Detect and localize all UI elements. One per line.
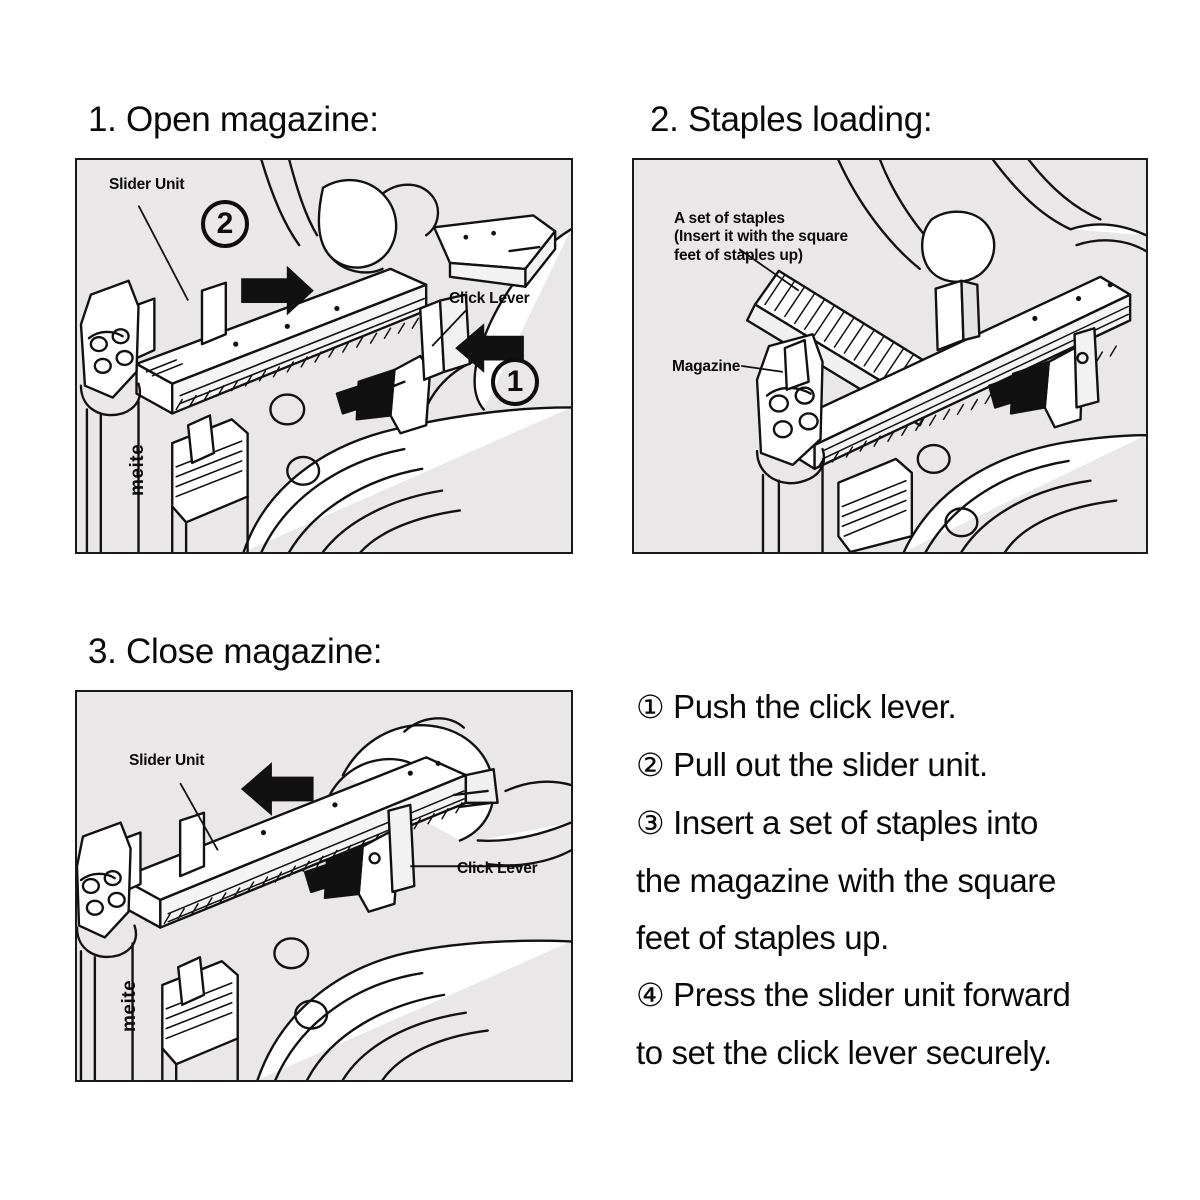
step-item-continuation: the magazine with the square [636,852,1196,909]
arrow-pull-slider [241,265,314,316]
callout-slider-unit: Slider Unit [129,752,205,769]
step-item-continuation: feet of staples up. [636,909,1196,966]
illustration-open-magazine [79,160,571,552]
step-marker: ① [636,689,665,725]
step-text: to set the click lever securely. [636,1034,1052,1071]
step-item: ③ Insert a set of staples into [636,794,1196,852]
illustration-close-magazine [77,717,571,1080]
circled-number-2: 2 [201,200,249,248]
step-text: the magazine with the square [636,862,1056,899]
step-marker: ② [636,747,665,783]
step-marker: ④ [636,977,665,1013]
panel-title-close-magazine: 3. Close magazine: [88,632,383,671]
callout-magazine: Magazine [672,358,741,375]
figure-close-magazine: Slider Unit Click Lever meite [75,690,573,1082]
step-text: Press the slider unit forward [673,976,1071,1013]
figure-staples-loading: A set of staples (Insert it with the squ… [632,158,1148,554]
step-item: ① Push the click lever. [636,678,1196,736]
callout-slider-unit: Slider Unit [109,176,185,193]
panel-title-staples-loading: 2. Staples loading: [650,100,933,139]
brand-label-meite: meite [119,979,140,1032]
callout-click-lever: Click Lever [449,290,530,307]
instruction-steps-list: ① Push the click lever. ② Pull out the s… [636,678,1196,1081]
step-marker: ③ [636,805,665,841]
callout-click-lever: Click Lever [457,860,538,877]
step-item: ② Pull out the slider unit. [636,736,1196,794]
brand-label-meite: meite [127,443,148,496]
circled-number-1: 1 [491,358,539,406]
step-item-continuation: to set the click lever securely. [636,1024,1196,1081]
arrow-press-slider [240,762,314,816]
illustration-staples-loading [738,160,1146,552]
step-text: Pull out the slider unit. [673,746,988,783]
figure-open-magazine: Slider Unit Click Lever meite 2 1 [75,158,573,554]
step-text: feet of staples up. [636,919,889,956]
step-text: Insert a set of staples into [673,804,1038,841]
panel-title-open-magazine: 1. Open magazine: [88,100,379,139]
callout-set-of-staples: A set of staples (Insert it with the squ… [674,210,848,264]
step-text: Push the click lever. [673,688,957,725]
step-item: ④ Press the slider unit forward [636,966,1196,1024]
